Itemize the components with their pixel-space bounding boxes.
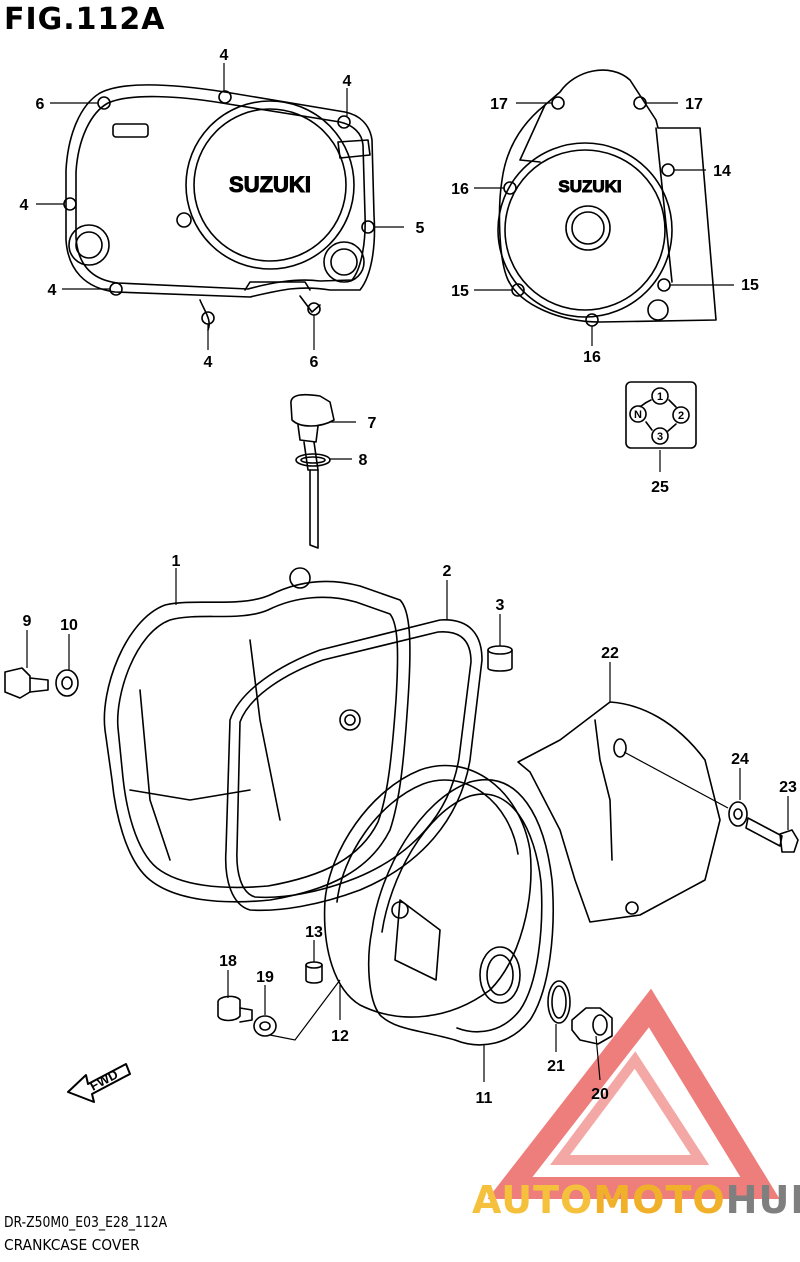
gear-indicator-neutral: N	[634, 409, 642, 421]
sprocket-cover-22	[517, 701, 721, 923]
callout: 12	[331, 1028, 349, 1045]
callout: 10	[60, 617, 78, 634]
fwd-arrow-label: FWD	[87, 1066, 120, 1093]
callout: 24	[731, 751, 749, 768]
callout: 5	[416, 220, 425, 237]
callout: 18	[219, 953, 237, 970]
callout: 22	[601, 645, 619, 662]
callout: 4	[343, 73, 352, 90]
callout: 7	[368, 415, 377, 432]
gear-indicator-pos1: 1	[657, 391, 663, 403]
callout-labels: 4 4 6 4 5 4 4 6 17 17 14 16 15 15 16 7 8…	[20, 47, 797, 1107]
watermark-part1: AUTO	[472, 1178, 594, 1222]
callout: 20	[591, 1086, 609, 1103]
drain-bolt-9	[4, 667, 49, 699]
magneto-cover-gasket	[323, 764, 532, 1018]
plug-bolt-18	[217, 995, 253, 1023]
callout: 15	[741, 277, 759, 294]
callout: 4	[220, 47, 229, 64]
callout: 21	[547, 1058, 565, 1075]
forward-direction-arrow-icon	[67, 1063, 131, 1103]
dipstick-o-ring	[295, 453, 331, 467]
callout: 6	[310, 354, 319, 371]
callout: 4	[48, 282, 57, 299]
filler-plug-20	[571, 1007, 613, 1045]
gear-position-indicator	[625, 381, 697, 449]
callout: 17	[490, 96, 508, 113]
figure-name: CRANKCASE COVER	[4, 1236, 140, 1254]
callout: 4	[204, 354, 213, 371]
watermark-logo-icon	[487, 988, 780, 1199]
bolt-23	[745, 817, 799, 853]
callout: 8	[359, 452, 368, 469]
crankcase-cover-clutch-side	[103, 567, 411, 903]
callout: 17	[685, 96, 703, 113]
callout: 25	[651, 479, 669, 496]
magneto-cover-side	[367, 779, 554, 1046]
callout: 9	[23, 613, 32, 630]
callout: 3	[496, 597, 505, 614]
callout: 11	[476, 1090, 493, 1107]
washer-10	[55, 669, 79, 697]
dowel-pin-13	[305, 961, 323, 984]
gear-indicator-pos3: 3	[657, 431, 663, 443]
o-ring-21	[547, 980, 571, 1024]
figure-title: FIG.112A	[4, 2, 166, 37]
clutch-cover-brand: SUZUKI	[229, 172, 311, 197]
callout: 15	[451, 283, 469, 300]
callout: 16	[451, 181, 469, 198]
clutch-cover-top-view	[63, 84, 376, 331]
callout: 13	[305, 924, 323, 941]
watermark-brand: AUTOMOTOHUB	[472, 1178, 800, 1222]
callout: 23	[779, 779, 797, 796]
magneto-cover-brand: SUZUKI	[558, 177, 621, 196]
callout: 4	[20, 197, 29, 214]
washer-19	[253, 1015, 277, 1037]
leader-lines	[26, 63, 789, 1082]
dowel-pin-3	[487, 645, 513, 672]
figure-code: DR-Z50M0_E03_E28_112A	[4, 1213, 168, 1231]
oil-dipstick	[290, 393, 335, 549]
watermark-part3: HUB	[725, 1178, 800, 1222]
callout: 16	[583, 349, 601, 366]
washer-24	[728, 801, 748, 827]
callout: 14	[713, 163, 731, 180]
callout: 2	[443, 563, 452, 580]
callout: 1	[172, 553, 181, 570]
callout: 19	[256, 969, 274, 986]
watermark-part2: MOTO	[593, 1178, 726, 1222]
gear-indicator-pos2: 2	[678, 410, 684, 422]
magneto-cover-top-view	[497, 69, 717, 327]
callout: 6	[36, 96, 45, 113]
